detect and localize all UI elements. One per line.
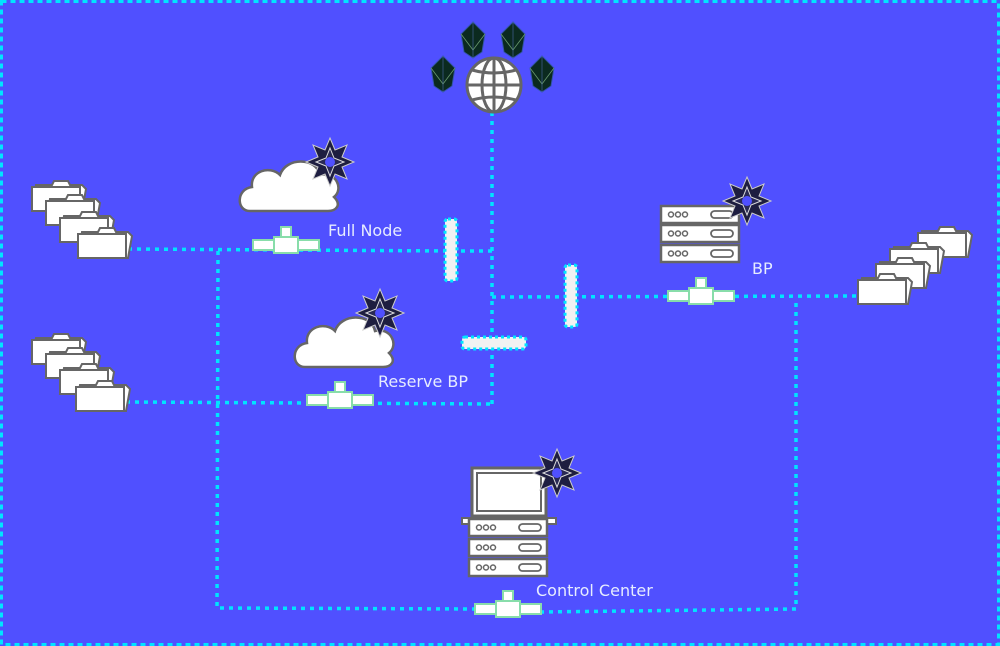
full-node[interactable]: Full Node [238, 137, 402, 254]
star-badge-icon [305, 137, 355, 187]
server-icon [659, 204, 741, 264]
reserve-bp[interactable]: Reserve BP [293, 288, 469, 409]
firewall-1[interactable] [443, 217, 459, 283]
node-label: Reserve BP [378, 372, 468, 391]
control-center[interactable]: Control Center [461, 448, 653, 618]
internet-node[interactable] [430, 21, 555, 114]
star-badge-icon [722, 176, 772, 226]
star-badge-icon [355, 288, 405, 338]
link-trunk-bp-files [491, 294, 861, 299]
firewall-2[interactable] [563, 263, 579, 329]
bp[interactable]: BP [659, 176, 773, 305]
node-label: BP [752, 259, 773, 278]
workstation-icon [461, 466, 557, 578]
star-badge-icon [532, 448, 582, 498]
node-label: Control Center [536, 581, 653, 600]
node-label: Full Node [328, 221, 402, 240]
globe-icon [465, 56, 523, 114]
firewall-3[interactable] [460, 335, 528, 351]
link-controlcenter-bp [539, 300, 798, 614]
link-left-controlcenter [215, 250, 475, 611]
